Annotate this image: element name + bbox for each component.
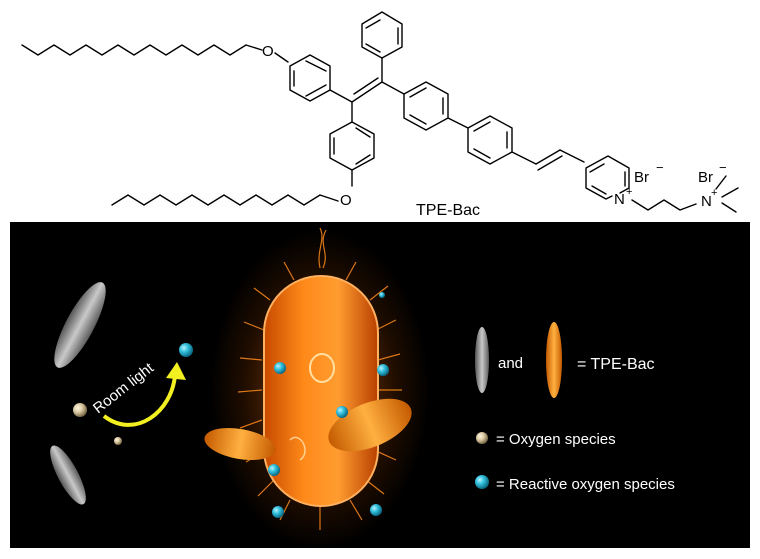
legend: and = TPE-Bac = Oxygen species = Reactiv… xyxy=(475,322,675,493)
aryl-ring-biphenyl xyxy=(467,115,513,165)
tpe-bac-bound-particle xyxy=(204,427,276,461)
ethylene-bond xyxy=(351,81,383,103)
bromide-ion-2-charge: − xyxy=(719,160,727,175)
tpe-bac-free-particle xyxy=(50,445,86,505)
reactive-oxygen-species-dot xyxy=(274,362,286,374)
legend-connector: and xyxy=(498,355,523,372)
ammonium-nitrogen: N xyxy=(701,193,712,210)
tpe-bac-free-particle xyxy=(54,282,106,368)
oxygen-species-dot xyxy=(114,437,122,445)
bromide-ion-1-charge: − xyxy=(656,160,664,175)
legend-tpe-bac-bound-icon xyxy=(546,322,562,398)
pyridinium-charge: + xyxy=(626,186,632,198)
structure-labels: O O N + N + Br − Br − TPE-Bac xyxy=(262,43,727,219)
reactive-oxygen-species-dot xyxy=(179,343,193,357)
oxygen-atom-bottom: O xyxy=(340,192,352,209)
legend-oxygen-label: = Oxygen species xyxy=(496,431,616,448)
phenyl-ring-top xyxy=(361,11,403,59)
aryl-ring-upper-left xyxy=(289,54,331,102)
reactive-oxygen-species-dot xyxy=(370,504,382,516)
room-light-arrow xyxy=(102,374,177,427)
reactive-oxygen-species-dot xyxy=(272,506,284,518)
bacterium-body xyxy=(263,275,379,507)
reactive-oxygen-species-dot xyxy=(336,406,348,418)
pyridinium-ring xyxy=(585,155,630,200)
bacterium xyxy=(210,227,430,550)
tpe-bac-bound-particle xyxy=(328,398,412,452)
ether-bond-top xyxy=(274,52,289,63)
bond-ringA-c1 xyxy=(329,89,353,103)
compound-name-label: TPE-Bac xyxy=(416,202,480,219)
bromide-ion-1: Br xyxy=(634,169,649,186)
oxygen-species-dot xyxy=(73,403,87,417)
aryl-ring-lower xyxy=(329,121,375,171)
alkyl-chain-top xyxy=(21,44,263,56)
room-light-arrowhead xyxy=(166,362,186,380)
legend-ros-label: = Reactive oxygen species xyxy=(496,476,675,493)
bromide-ion-2: Br xyxy=(698,169,713,186)
legend-oxygen-icon xyxy=(476,432,488,444)
legend-ros-icon xyxy=(475,475,489,489)
oxygen-atom-top: O xyxy=(262,43,274,60)
chemical-structure xyxy=(21,11,739,213)
legend-tpe-bac-free-icon xyxy=(475,327,489,393)
alkyl-chain-bottom xyxy=(111,194,339,206)
pyridinium-nitrogen: N xyxy=(614,191,625,208)
reactive-oxygen-species-dot xyxy=(379,292,385,298)
reactive-oxygen-species-dot xyxy=(377,364,389,376)
ammonium-charge: + xyxy=(711,187,717,199)
aryl-ring-right xyxy=(403,81,449,131)
reactive-oxygen-species-dot xyxy=(268,464,280,476)
legend-tpe-bac-label: = TPE-Bac xyxy=(577,356,655,373)
